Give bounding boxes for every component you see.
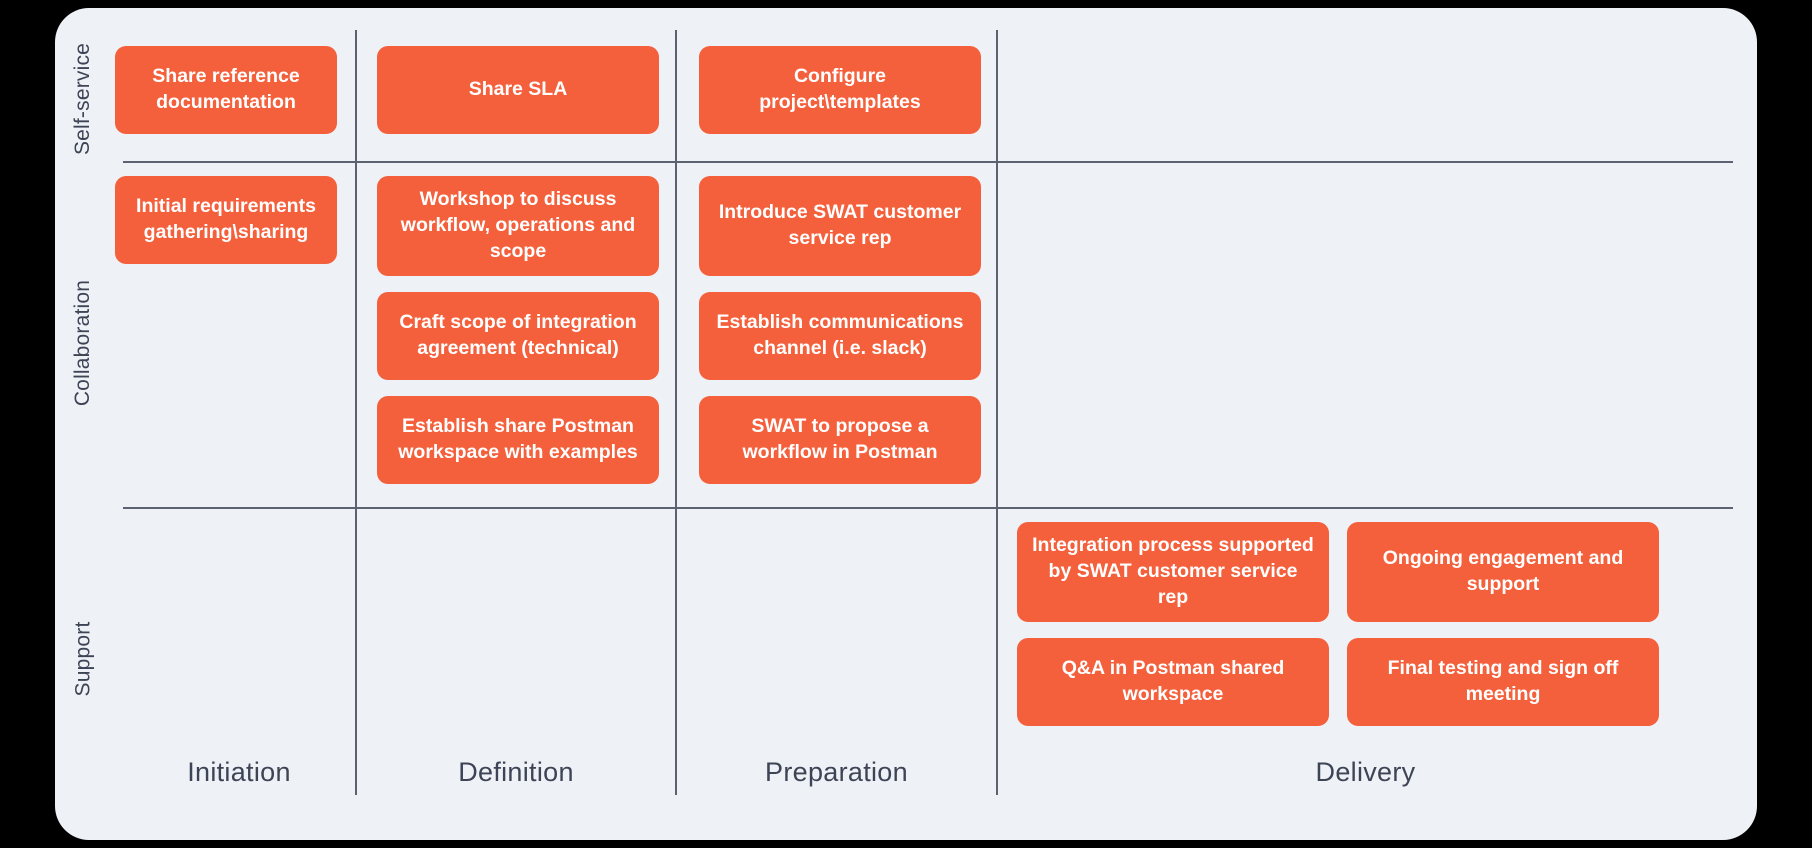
divider-collaboration-support (123, 507, 1733, 509)
cell-self-service-preparation: Configure project\templates (699, 46, 981, 134)
row-label-support: Support (55, 516, 111, 801)
cell-collaboration-definition: Workshop to discuss workflow, operations… (377, 176, 659, 484)
divider-initiation-definition (355, 30, 357, 795)
column-label-definition: Definition (458, 757, 574, 787)
card[interactable]: Workshop to discuss workflow, operations… (377, 176, 659, 276)
column-label-delivery: Delivery (1315, 757, 1416, 787)
cell-support-delivery: Integration process supported by SWAT cu… (1017, 522, 1709, 726)
card[interactable]: Final testing and sign off meeting (1347, 638, 1659, 726)
card[interactable]: Craft scope of integration agreement (te… (377, 292, 659, 380)
card[interactable]: Establish communications channel (i.e. s… (699, 292, 981, 380)
card[interactable]: Share SLA (377, 46, 659, 134)
card[interactable]: SWAT to propose a workflow in Postman (699, 396, 981, 484)
cell-collaboration-preparation: Introduce SWAT customer service rep Esta… (699, 176, 981, 484)
cell-self-service-initiation: Share reference documentation (115, 46, 337, 134)
row-label-self-service-text: Self-service (71, 42, 95, 156)
blueprint-board: Self-service Collaboration Support Share… (55, 8, 1757, 840)
card[interactable]: Ongoing engagement and support (1347, 522, 1659, 622)
card[interactable]: Integration process supported by SWAT cu… (1017, 522, 1329, 622)
card[interactable]: Q&A in Postman shared workspace (1017, 638, 1329, 726)
cell-self-service-definition: Share SLA (377, 46, 659, 134)
column-label-initiation: Initiation (187, 757, 291, 787)
cell-collaboration-initiation: Initial requirements gathering\sharing (115, 176, 337, 264)
divider-definition-preparation (675, 30, 677, 795)
card[interactable]: Initial requirements gathering\sharing (115, 176, 337, 264)
row-label-collaboration: Collaboration (55, 170, 111, 516)
row-label-collaboration-text: Collaboration (71, 279, 95, 407)
column-label-preparation: Preparation (765, 757, 908, 787)
row-label-self-service: Self-service (55, 30, 111, 168)
card[interactable]: Introduce SWAT customer service rep (699, 176, 981, 276)
divider-preparation-delivery (996, 30, 998, 795)
card[interactable]: Share reference documentation (115, 46, 337, 134)
card[interactable]: Configure project\templates (699, 46, 981, 134)
row-label-support-text: Support (71, 621, 95, 696)
card[interactable]: Establish share Postman workspace with e… (377, 396, 659, 484)
divider-self-collaboration (123, 161, 1733, 163)
